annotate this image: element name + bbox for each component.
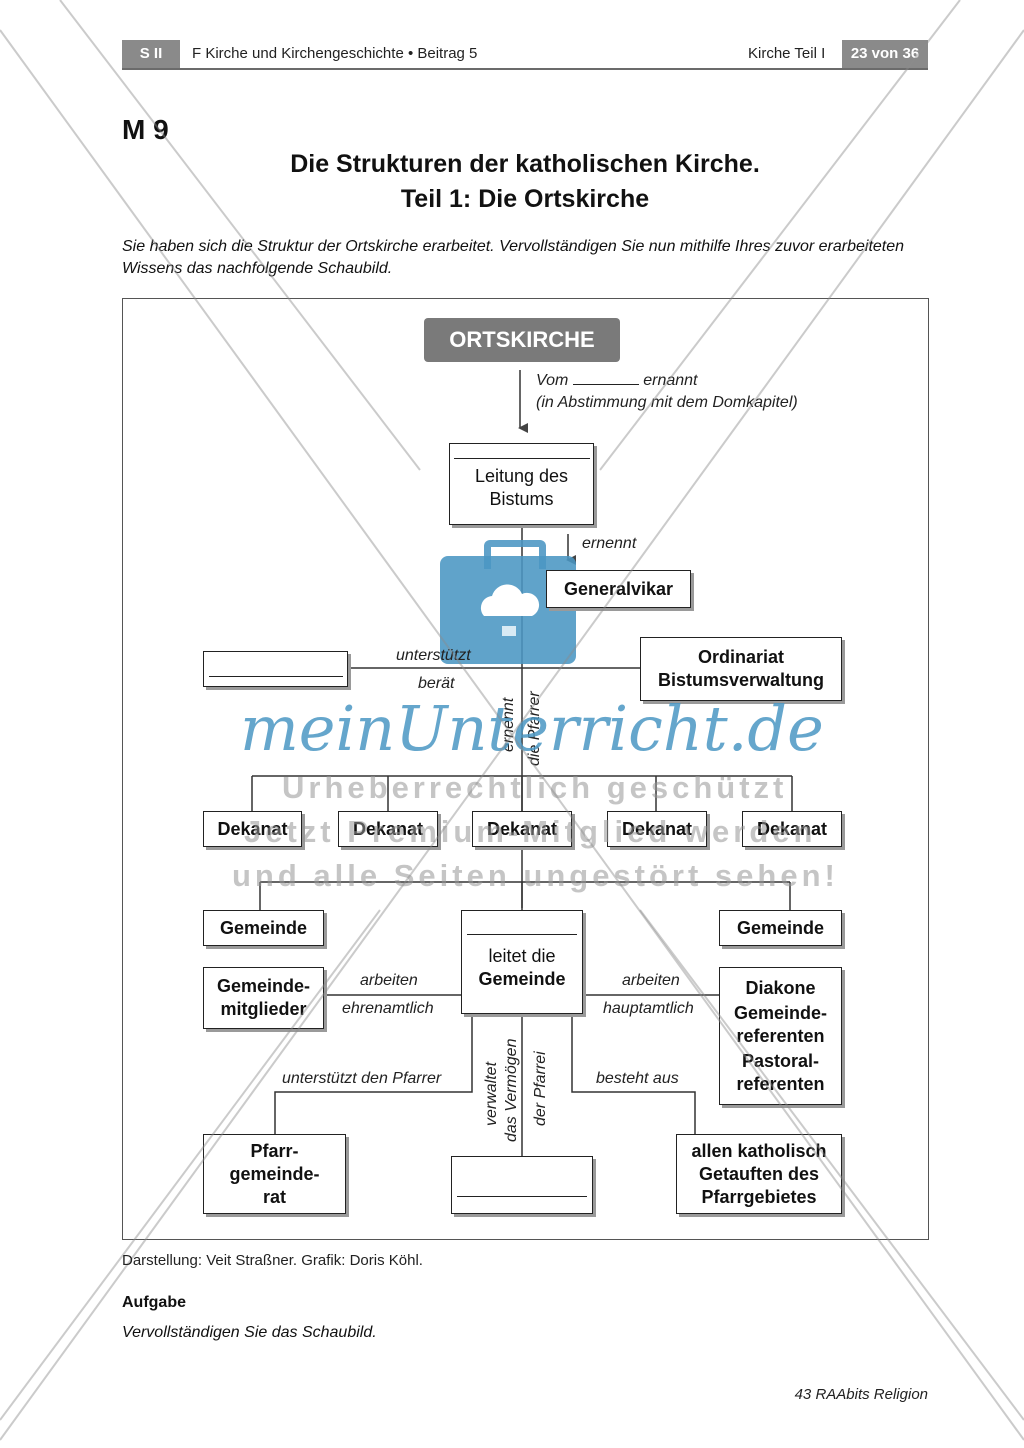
watermark-line-1: Urheberrechtlich geschützt [282,770,788,805]
dekanat-text-4: Dekanat [621,818,693,839]
ordinariat-text-1: Ordinariat [697,647,785,667]
pastoral-text-2: referenten [736,1073,825,1094]
gemeinde-text-left: Gemeinde [219,917,308,938]
vermoegen-rotated: das Vermögen [503,1038,520,1142]
alle-text-3: Pfarrgebietes [701,1186,817,1207]
leitet-text-2: Gemeinde [478,968,566,989]
vom-text: Vom [536,372,569,389]
vom-label: Vom ernannt [536,372,697,390]
credit-line: Darstellung: Veit Straßner. Grafik: Dori… [122,1252,423,1269]
gemeindemitglieder-text-1: Gemeinde- [216,976,311,996]
alle-getauften-box: allen katholisch Getauften des Pfarrgebi… [676,1134,842,1214]
gemeinde-box-right: Gemeinde [719,910,842,946]
dekanat-text-5: Dekanat [756,818,828,839]
dekanat-text-1: Dekanat [217,818,288,839]
arbeiten-left-label: arbeiten [360,972,418,989]
watermark-line-2: Jetzt Premium-Mitglied werden [244,814,817,849]
header-rule [122,40,928,70]
dekanat-box-5: Dekanat [742,811,842,847]
vom-blank [572,384,639,385]
gemeinderef-text-2: referenten [736,1025,825,1046]
alle-text-2: Getauften des [698,1163,820,1184]
page-number: 23 von 36 [842,40,928,68]
level-badge: S II [122,40,180,68]
verwaltet-rotated: verwaltet [483,1061,500,1126]
gemeinde-box-left: Gemeinde [203,910,324,946]
hauptamtlich-label: hauptamtlich [603,1000,694,1017]
dekanat-text-3: Dekanat [486,818,558,839]
dekanat-box-2: Dekanat [338,811,438,847]
leitung-text-2: Bistums [489,488,554,509]
ernannt-text: ernannt [643,372,698,389]
pgr-text-1: Pfarr- [250,1140,299,1161]
watermark-bag-handle [484,540,546,569]
ortskirche-header: ORTSKIRCHE [424,318,620,362]
watermark-bag-icon [440,556,576,664]
blank-box-bottom [451,1156,593,1214]
gemeinde-text-right: Gemeinde [736,917,825,938]
task-text: Vervollständigen Sie das Schaubild. [122,1324,377,1341]
material-label: M 9 [122,114,169,145]
beraet-label: berät [418,675,455,692]
blank-box-left-line [208,675,343,677]
gemeindemitglieder-box: Gemeinde- mitglieder [203,967,324,1029]
ordinariat-text-2: Bistumsverwaltung [657,670,825,690]
leitung-text-1: Leitung des [474,465,569,486]
page-title: Die Strukturen der katholischen Kirche. [290,150,760,178]
pfarrer-blank [467,933,577,935]
pgr-text-2: gemeinde- [229,1163,320,1184]
abstimmung-label: (in Abstimmung mit dem Domkapitel) [536,394,798,411]
dekanat-box-4: Dekanat [607,811,707,847]
unterstuetzt-pfarrer-label: unterstützt den Pfarrer [282,1070,442,1087]
blank-box-bottom-line [457,1195,587,1197]
generalvikar-text: Generalvikar [563,578,674,599]
ernennt-label: ernennt [582,535,637,552]
arbeiten-right-label: arbeiten [622,972,680,989]
blank-box-left [203,651,348,687]
header-title: F Kirche und Kirchengeschichte • Beitrag… [192,45,478,62]
pgr-text-3: rat [262,1186,286,1207]
gemeindemitglieder-text-2: mitglieder [220,999,307,1019]
pastoral-text-1: Pastoral- [741,1050,820,1071]
pfarrer-box: leitet die Gemeinde [461,910,583,1014]
dekanat-box-3: Dekanat [472,811,572,847]
watermark-line-3: und alle Seiten ungestört sehen! [232,858,839,893]
pfarrgemeinderat-box: Pfarr- gemeinde- rat [203,1134,346,1214]
dekanat-text-2: Dekanat [352,818,424,839]
diakone-text: Diakone [745,977,816,998]
besteht-aus-label: besteht aus [596,1070,679,1087]
alle-text-1: allen katholisch [691,1140,827,1161]
generalvikar-box: Generalvikar [546,570,691,608]
intro-text: Sie haben sich die Struktur der Ortskirc… [122,238,905,277]
hauptamtliche-box: Diakone Gemeinde- referenten Pastoral- r… [719,967,842,1105]
pfarrei-rotated: der Pfarrei [532,1051,549,1126]
gemeinderef-text-1: Gemeinde- [733,1002,828,1023]
ehrenamtlich-label: ehrenamtlich [342,1000,434,1017]
leitet-text-1: leitet die [488,945,556,966]
diagram-frame [122,298,929,1240]
ordinariat-box: Ordinariat Bistumsverwaltung [640,637,842,701]
page-subtitle: Teil 1: Die Ortskirche [400,185,650,213]
leitung-box: Leitung des Bistums [449,443,594,525]
footer-text: 43 RAAbits Religion [794,1386,928,1403]
task-heading: Aufgabe [122,1294,186,1311]
header-section: Kirche Teil I [748,45,826,62]
unterstuetzt-label: unterstützt [396,647,471,664]
dekanat-box-1: Dekanat [203,811,302,847]
leitung-blank [453,457,590,459]
watermark-brand: meinUnterricht.de [240,692,824,765]
